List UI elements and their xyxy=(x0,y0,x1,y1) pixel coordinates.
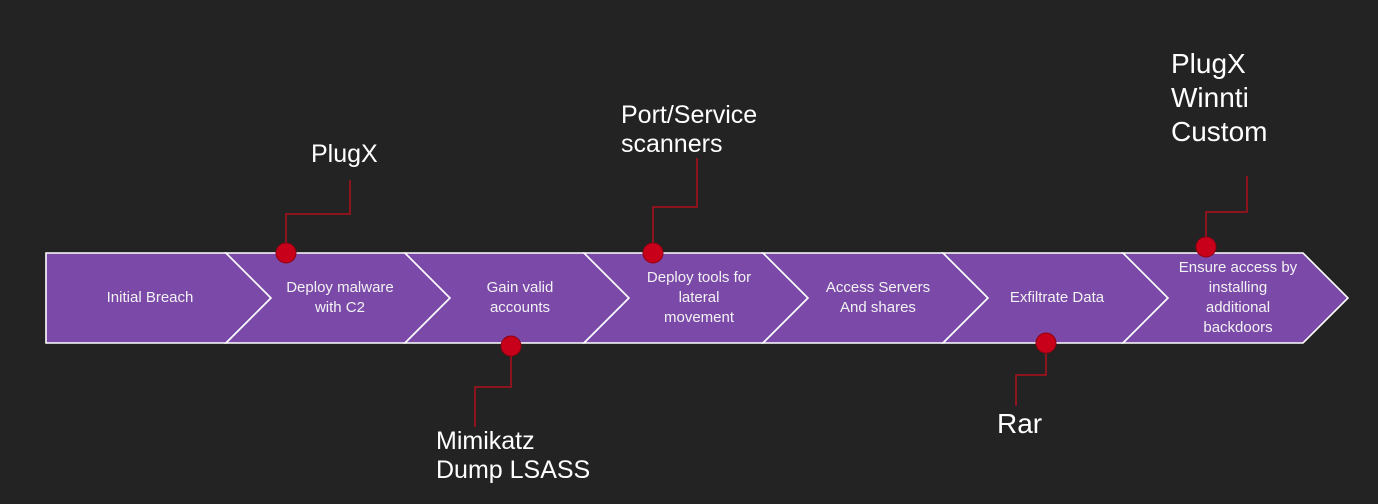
connector-lines xyxy=(285,158,1248,427)
marker-port-scanners xyxy=(642,242,664,264)
connector-port-scanners xyxy=(652,158,698,253)
tool-label-mimikatz: Mimikatz Dump LSASS xyxy=(436,427,591,484)
marker-dots xyxy=(275,236,1217,357)
marker-backdoors xyxy=(1195,236,1217,258)
chevron-track xyxy=(45,252,1350,344)
chevron-initial-breach xyxy=(45,252,273,344)
connector-mimikatz xyxy=(474,346,512,427)
tool-label-port-scanners: Port/Service scanners xyxy=(621,101,758,158)
chevron-ensure-access xyxy=(1121,252,1350,344)
tool-label-plugx: PlugX xyxy=(311,140,378,168)
marker-rar xyxy=(1035,332,1057,354)
marker-mimikatz xyxy=(500,335,522,357)
tool-label-backdoors: PlugX Winnti Custom xyxy=(1171,48,1268,147)
connector-rar xyxy=(1015,343,1047,406)
connector-backdoors xyxy=(1205,176,1248,247)
connector-plugx xyxy=(285,180,351,253)
tool-label-rar: Rar xyxy=(997,408,1043,439)
marker-plugx xyxy=(275,242,297,264)
